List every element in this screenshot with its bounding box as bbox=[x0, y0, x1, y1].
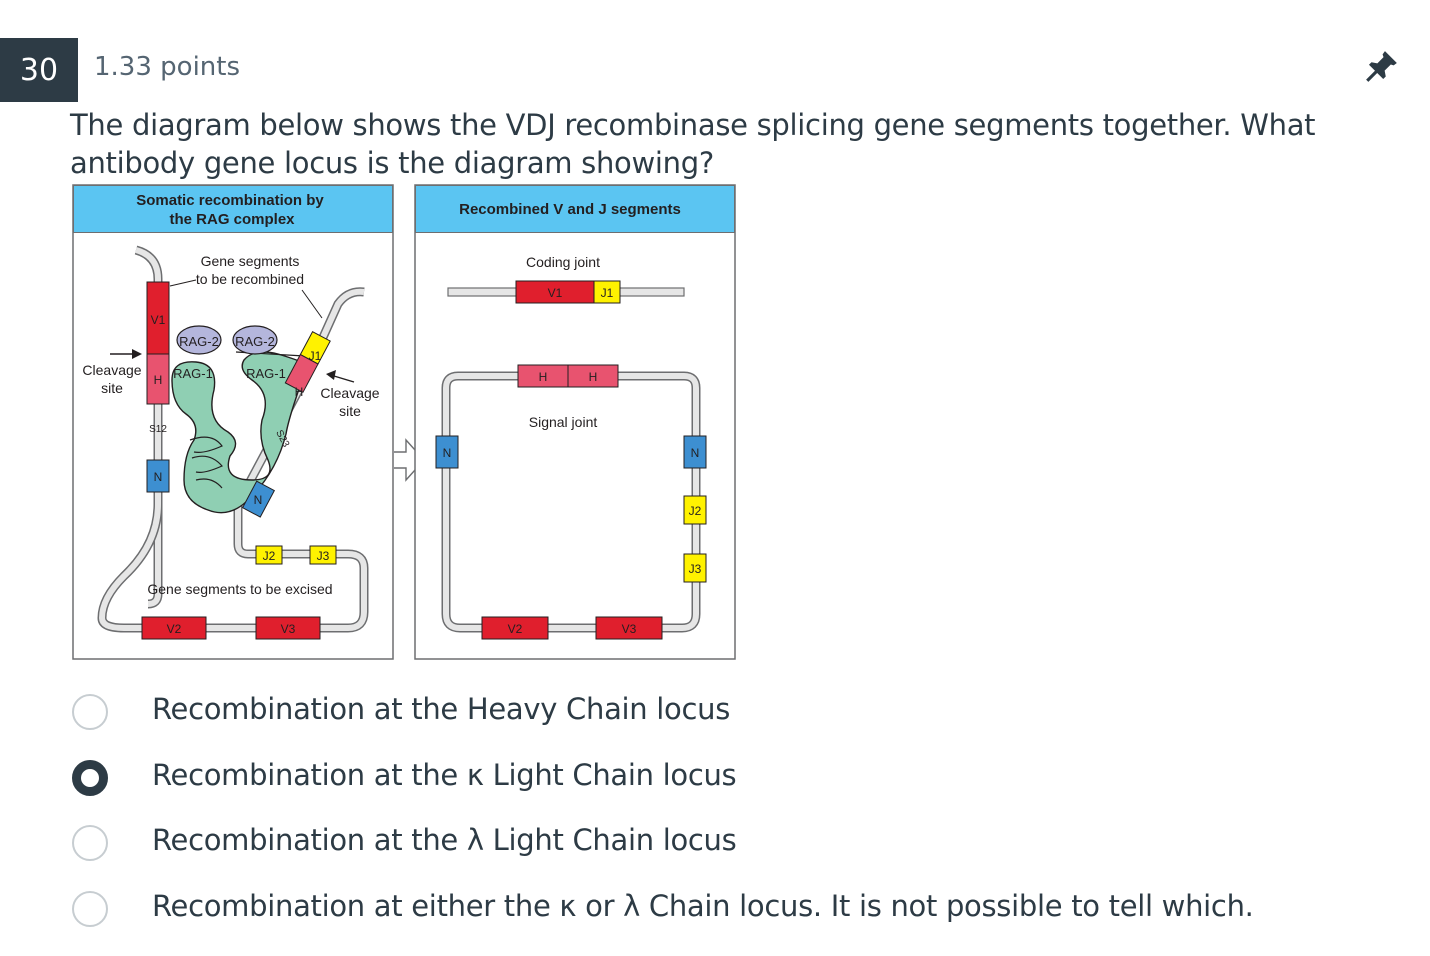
j1-label-right: J1 bbox=[601, 286, 614, 300]
v3-label-right: V3 bbox=[622, 622, 637, 636]
excised-label: Gene segments to be excised bbox=[147, 581, 332, 597]
v2-label-left: V2 bbox=[167, 622, 182, 636]
radio-button[interactable] bbox=[72, 825, 108, 861]
h-label-diagonal: H bbox=[295, 385, 304, 399]
v3-label-left: V3 bbox=[281, 622, 296, 636]
v1-label-right: V1 bbox=[548, 286, 563, 300]
right-header: Recombined V and J segments bbox=[459, 201, 681, 218]
vdj-recombination-diagram: Somatic recombination by the RAG complex… bbox=[72, 184, 736, 662]
radio-button[interactable] bbox=[72, 694, 108, 730]
coding-joint-label: Coding joint bbox=[526, 254, 600, 270]
j1-label-left: J1 bbox=[309, 349, 322, 363]
radio-button[interactable] bbox=[72, 890, 108, 927]
cleavage-right-line1: Cleavage bbox=[320, 385, 379, 401]
right-panel: Recombined V and J segments Coding joint… bbox=[414, 184, 736, 660]
v2-label-right: V2 bbox=[508, 622, 523, 636]
n-label-right-b: N bbox=[691, 446, 700, 460]
left-panel: Somatic recombination by the RAG complex… bbox=[72, 184, 394, 660]
answer-label[interactable]: Recombination at the κ Light Chain locus bbox=[152, 757, 737, 792]
gene-segments-line1: Gene segments bbox=[201, 253, 300, 269]
left-header-line1: Somatic recombination by bbox=[136, 192, 324, 209]
j2-label-left: J2 bbox=[263, 549, 276, 563]
h-label-right-a: H bbox=[539, 370, 548, 384]
cleavage-right-line2: site bbox=[339, 403, 361, 419]
question-text: The diagram below shows the VDJ recombin… bbox=[70, 108, 1316, 180]
gene-segments-line2: to be recombined bbox=[196, 271, 304, 287]
n-label-right-a: N bbox=[443, 446, 452, 460]
j3-label-right: J3 bbox=[689, 562, 702, 576]
h-label-right-b: H bbox=[589, 370, 598, 384]
answer-label[interactable]: Recombination at the λ Light Chain locus bbox=[152, 823, 737, 857]
answer-label[interactable]: Recombination at the Heavy Chain locus bbox=[152, 692, 731, 726]
pin-icon[interactable] bbox=[1362, 48, 1400, 86]
n-label-left: N bbox=[154, 470, 163, 484]
rag2-label-a: RAG-2 bbox=[179, 334, 219, 349]
signal-joint-label: Signal joint bbox=[529, 414, 598, 430]
radio-button-selected[interactable] bbox=[72, 759, 108, 796]
answer-label[interactable]: Recombination at either the κ or λ Chain… bbox=[152, 888, 1254, 923]
rag1-label-a: RAG-1 bbox=[173, 366, 213, 381]
left-header-line2: the RAG complex bbox=[169, 211, 295, 228]
question-number: 30 bbox=[0, 38, 78, 102]
rag1-label-b: RAG-1 bbox=[246, 366, 286, 381]
cleavage-left-line1: Cleavage bbox=[82, 362, 141, 378]
question-points: 1.33 points bbox=[94, 52, 241, 82]
j2-label-right: J2 bbox=[689, 504, 702, 518]
j3-label-left: J3 bbox=[317, 549, 330, 563]
rag2-label-b: RAG-2 bbox=[235, 334, 275, 349]
v1-label: V1 bbox=[151, 313, 166, 327]
cleavage-left-line2: site bbox=[101, 380, 123, 396]
s12-label: S12 bbox=[149, 424, 167, 435]
n-label-diagonal: N bbox=[254, 493, 263, 507]
h-label-left: H bbox=[154, 373, 163, 387]
